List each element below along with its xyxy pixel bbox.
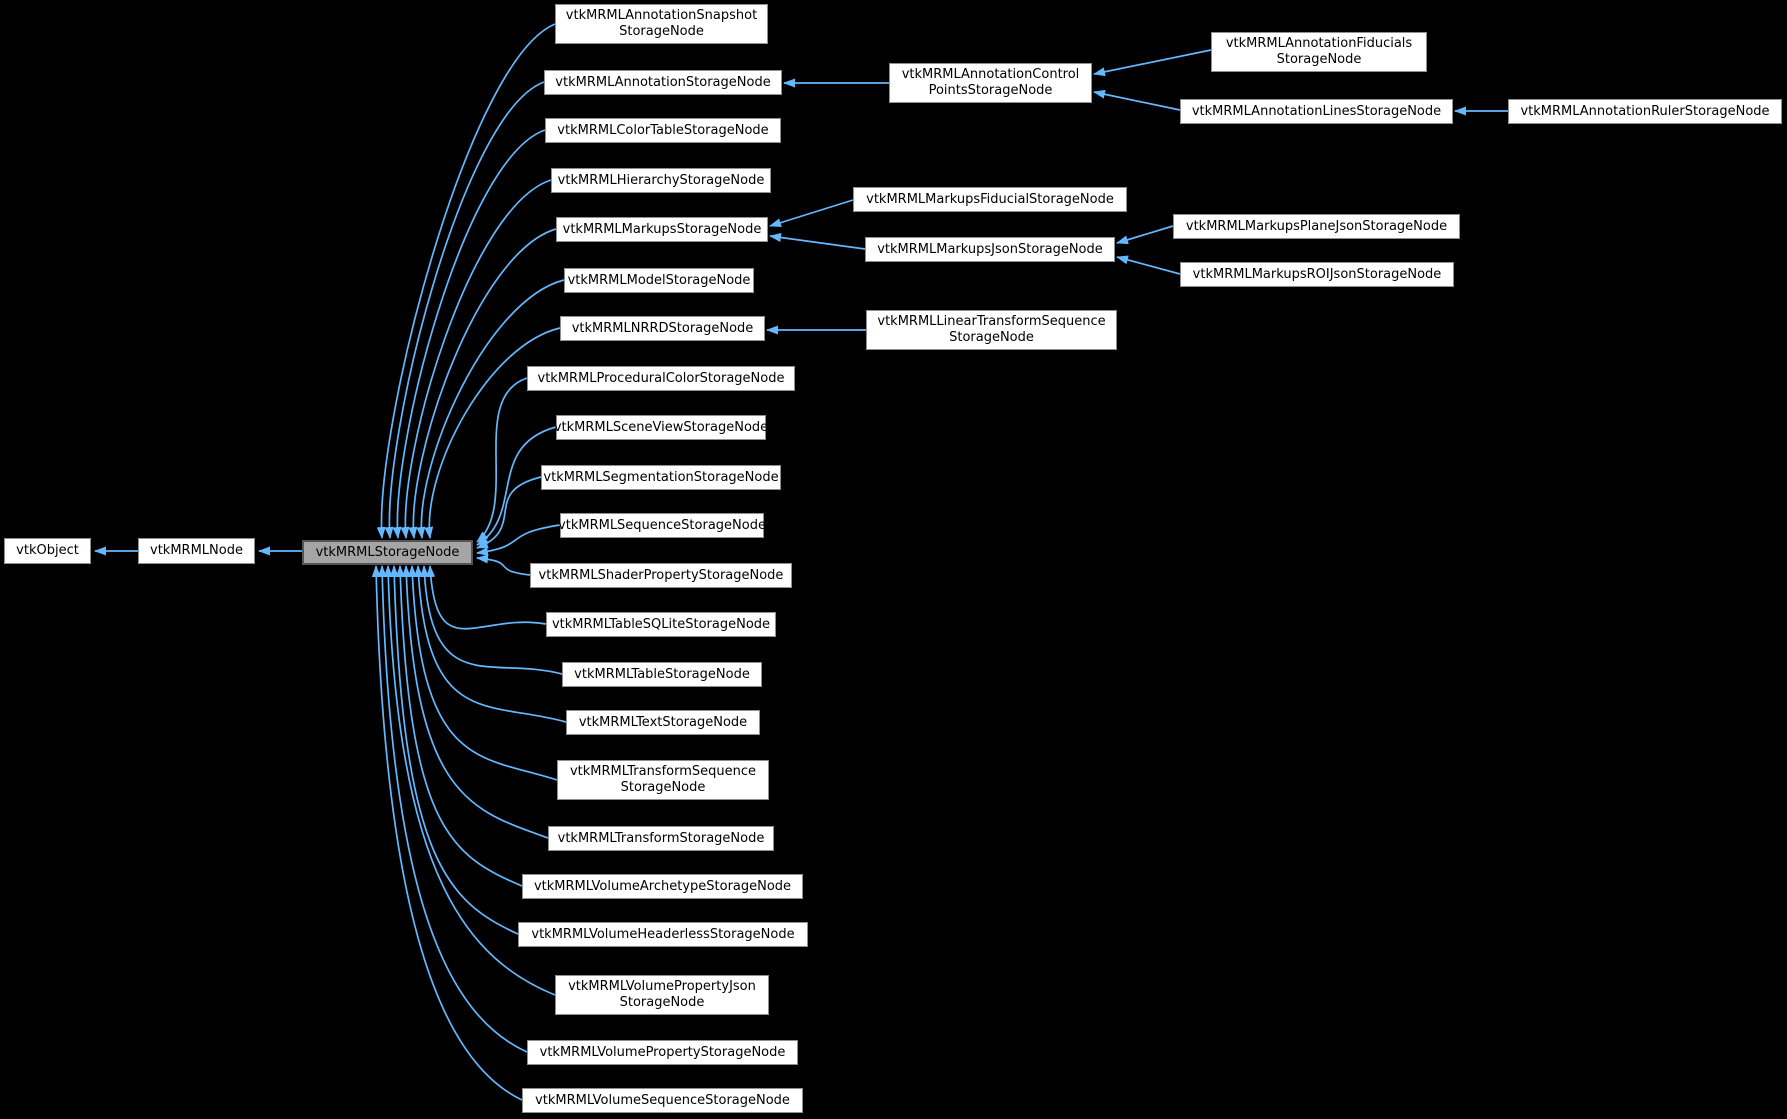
- node-proceduralcolor-storagenode[interactable]: vtkMRMLProceduralColorStorageNode: [527, 366, 795, 391]
- node-tablesqlite-storagenode[interactable]: vtkMRMLTableSQLiteStorageNode: [546, 612, 776, 637]
- node-label: vtkMRMLTransformSequence StorageNode: [569, 764, 757, 795]
- node-label: vtkMRMLTableSQLiteStorageNode: [551, 616, 771, 632]
- node-volumesequence-storagenode[interactable]: vtkMRMLVolumeSequenceStorageNode: [522, 1088, 803, 1113]
- node-label: vtkMRMLColorTableStorageNode: [557, 122, 769, 138]
- node-label: vtkMRMLTableStorageNode: [574, 666, 750, 682]
- node-colortable-storagenode[interactable]: vtkMRMLColorTableStorageNode: [545, 118, 781, 143]
- edge-volumeproperty-to-storagenode: [377, 565, 528, 1053]
- node-volumeproperty-storagenode[interactable]: vtkMRMLVolumePropertyStorageNode: [527, 1040, 798, 1065]
- node-annotationfiducials-storagenode[interactable]: vtkMRMLAnnotationFiducials StorageNode: [1211, 32, 1427, 72]
- edge-model-to-storagenode: [416, 279, 565, 539]
- node-label: vtkMRMLTransformStorageNode: [557, 830, 765, 846]
- node-label: vtkMRMLMarkupsStorageNode: [562, 221, 762, 237]
- edge-transformsequence-to-storagenode: [407, 565, 558, 781]
- node-annotationruler-storagenode[interactable]: vtkMRMLAnnotationRulerStorageNode: [1508, 99, 1782, 124]
- node-sceneview-storagenode[interactable]: vtkMRMLSceneViewStorageNode: [554, 415, 768, 440]
- edge-segmentation-to-storagenode: [476, 476, 542, 549]
- node-label: vtkMRMLVolumePropertyStorageNode: [539, 1044, 786, 1060]
- node-markupsplanejson-storagenode[interactable]: vtkMRMLMarkupsPlaneJsonStorageNode: [1173, 214, 1460, 239]
- node-label: vtkMRMLShaderPropertyStorageNode: [538, 567, 784, 583]
- node-label: vtkMRMLVolumeHeaderlessStorageNode: [531, 926, 795, 942]
- edge-annotationfiducials-to-annotationcontrolpoints: [1093, 49, 1212, 77]
- node-label: vtkMRMLAnnotationSnapshot StorageNode: [565, 8, 758, 39]
- node-markupsroijson-storagenode[interactable]: vtkMRMLMarkupsROIJsonStorageNode: [1180, 262, 1454, 287]
- edge-volumearchetype-to-storagenode: [395, 565, 523, 887]
- node-label: vtkMRMLSceneViewStorageNode: [553, 419, 769, 435]
- node-label: vtkMRMLSequenceStorageNode: [558, 517, 766, 533]
- node-vtkobject[interactable]: vtkObject: [4, 538, 91, 564]
- node-label: vtkMRMLModelStorageNode: [567, 272, 751, 288]
- node-transformsequence-storagenode[interactable]: vtkMRMLTransformSequence StorageNode: [557, 760, 769, 800]
- node-label: vtkMRMLAnnotationFiducials StorageNode: [1225, 36, 1413, 67]
- edge-sequence-to-storagenode: [476, 524, 561, 557]
- node-label: vtkMRMLMarkupsROIJsonStorageNode: [1192, 266, 1442, 282]
- edge-volumesequence-to-storagenode: [371, 565, 523, 1101]
- edge-markupsplanejson-to-markupsjson: [1116, 225, 1174, 245]
- node-segmentation-storagenode[interactable]: vtkMRMLSegmentationStorageNode: [541, 465, 781, 490]
- node-label: vtkMRMLMarkupsJsonStorageNode: [877, 241, 1103, 257]
- node-label: vtkMRMLAnnotationControl PointsStorageNo…: [901, 67, 1080, 98]
- node-label: vtkMRMLMarkupsPlaneJsonStorageNode: [1185, 218, 1448, 234]
- edge-sceneview-to-storagenode: [476, 426, 557, 546]
- node-label: vtkMRMLMarkupsFiducialStorageNode: [866, 191, 1114, 207]
- edge-annotationlines-to-annotationcontrolpoints: [1093, 89, 1181, 111]
- node-label: vtkMRMLVolumeSequenceStorageNode: [535, 1092, 790, 1108]
- node-label: vtkMRMLVolumeArchetypeStorageNode: [533, 878, 792, 894]
- node-annotationcontrolpoints-storagenode[interactable]: vtkMRMLAnnotationControl PointsStorageNo…: [889, 63, 1092, 103]
- node-label: vtkMRMLHierarchyStorageNode: [557, 172, 765, 188]
- node-markupsfiducial-storagenode[interactable]: vtkMRMLMarkupsFiducialStorageNode: [853, 187, 1127, 212]
- node-nrrd-storagenode[interactable]: vtkMRMLNRRDStorageNode: [560, 316, 765, 341]
- node-model-storagenode[interactable]: vtkMRMLModelStorageNode: [564, 268, 754, 293]
- edge-shaderproperty-to-storagenode: [476, 554, 531, 576]
- node-label: vtkObject: [16, 543, 79, 558]
- node-label: vtkMRMLProceduralColorStorageNode: [537, 370, 785, 386]
- node-volumeheaderless-storagenode[interactable]: vtkMRMLVolumeHeaderlessStorageNode: [518, 922, 808, 947]
- node-lineartransformsequence-storagenode[interactable]: vtkMRMLLinearTransformSequence StorageNo…: [866, 310, 1117, 350]
- edge-annotation-to-storagenode: [384, 81, 545, 539]
- node-label: vtkMRMLVolumePropertyJson StorageNode: [568, 979, 756, 1010]
- node-sequence-storagenode[interactable]: vtkMRMLSequenceStorageNode: [558, 513, 766, 538]
- edge-transform-to-storagenode: [401, 565, 549, 839]
- node-hierarchy-storagenode[interactable]: vtkMRMLHierarchyStorageNode: [551, 168, 771, 193]
- node-volumearchetype-storagenode[interactable]: vtkMRMLVolumeArchetypeStorageNode: [522, 874, 803, 899]
- node-annotationsnapshot-storagenode[interactable]: vtkMRMLAnnotationSnapshot StorageNode: [555, 4, 768, 44]
- node-label: vtkMRMLAnnotationLinesStorageNode: [1191, 103, 1442, 119]
- node-vtkmrmlstoragenode: vtkMRMLStorageNode: [302, 540, 473, 565]
- edge-nrrd-to-storagenode: [424, 327, 561, 539]
- edge-markupsroijson-to-markupsjson: [1116, 255, 1181, 275]
- node-annotation-storagenode[interactable]: vtkMRMLAnnotationStorageNode: [544, 70, 782, 95]
- node-vtkmrmlnode[interactable]: vtkMRMLNode: [138, 538, 255, 564]
- node-label: vtkMRMLAnnotationRulerStorageNode: [1520, 103, 1770, 119]
- node-label: vtkMRMLNRRDStorageNode: [571, 320, 754, 336]
- edge-markups-to-storagenode: [408, 228, 557, 539]
- node-table-storagenode[interactable]: vtkMRMLTableStorageNode: [562, 662, 762, 687]
- edge-volumeheaderless-to-storagenode: [389, 565, 519, 935]
- edge-tablesqlite-to-storagenode: [426, 565, 547, 630]
- node-label: vtkMRMLAnnotationStorageNode: [555, 74, 771, 90]
- node-transform-storagenode[interactable]: vtkMRMLTransformStorageNode: [548, 826, 774, 851]
- node-text-storagenode[interactable]: vtkMRMLTextStorageNode: [566, 710, 760, 735]
- edge-colortable-to-storagenode: [392, 129, 546, 539]
- edge-markupsjson-to-markups: [769, 233, 866, 250]
- node-label: vtkMRMLTextStorageNode: [578, 714, 748, 730]
- edge-volumepropertyjson-to-storagenode: [383, 565, 556, 996]
- node-label: vtkMRMLSegmentationStorageNode: [543, 469, 779, 485]
- node-label: vtkMRMLStorageNode: [315, 544, 460, 560]
- node-markups-storagenode[interactable]: vtkMRMLMarkupsStorageNode: [556, 217, 768, 242]
- edge-annotationsnapshot-to-storagenode: [376, 23, 556, 539]
- node-label: vtkMRMLNode: [150, 543, 243, 558]
- node-label: vtkMRMLLinearTransformSequence StorageNo…: [877, 314, 1106, 345]
- node-markupsjson-storagenode[interactable]: vtkMRMLMarkupsJsonStorageNode: [865, 237, 1115, 262]
- edge-text-to-storagenode: [414, 565, 567, 723]
- node-annotationlines-storagenode[interactable]: vtkMRMLAnnotationLinesStorageNode: [1180, 99, 1453, 124]
- edge-table-to-storagenode: [420, 565, 563, 675]
- edge-proceduralcolor-to-storagenode: [476, 377, 528, 543]
- node-shaderproperty-storagenode[interactable]: vtkMRMLShaderPropertyStorageNode: [530, 563, 792, 588]
- edge-hierarchy-to-storagenode: [400, 179, 552, 539]
- edge-markupsfiducial-to-markups: [769, 199, 854, 228]
- node-volumepropertyjson-storagenode[interactable]: vtkMRMLVolumePropertyJson StorageNode: [555, 975, 769, 1015]
